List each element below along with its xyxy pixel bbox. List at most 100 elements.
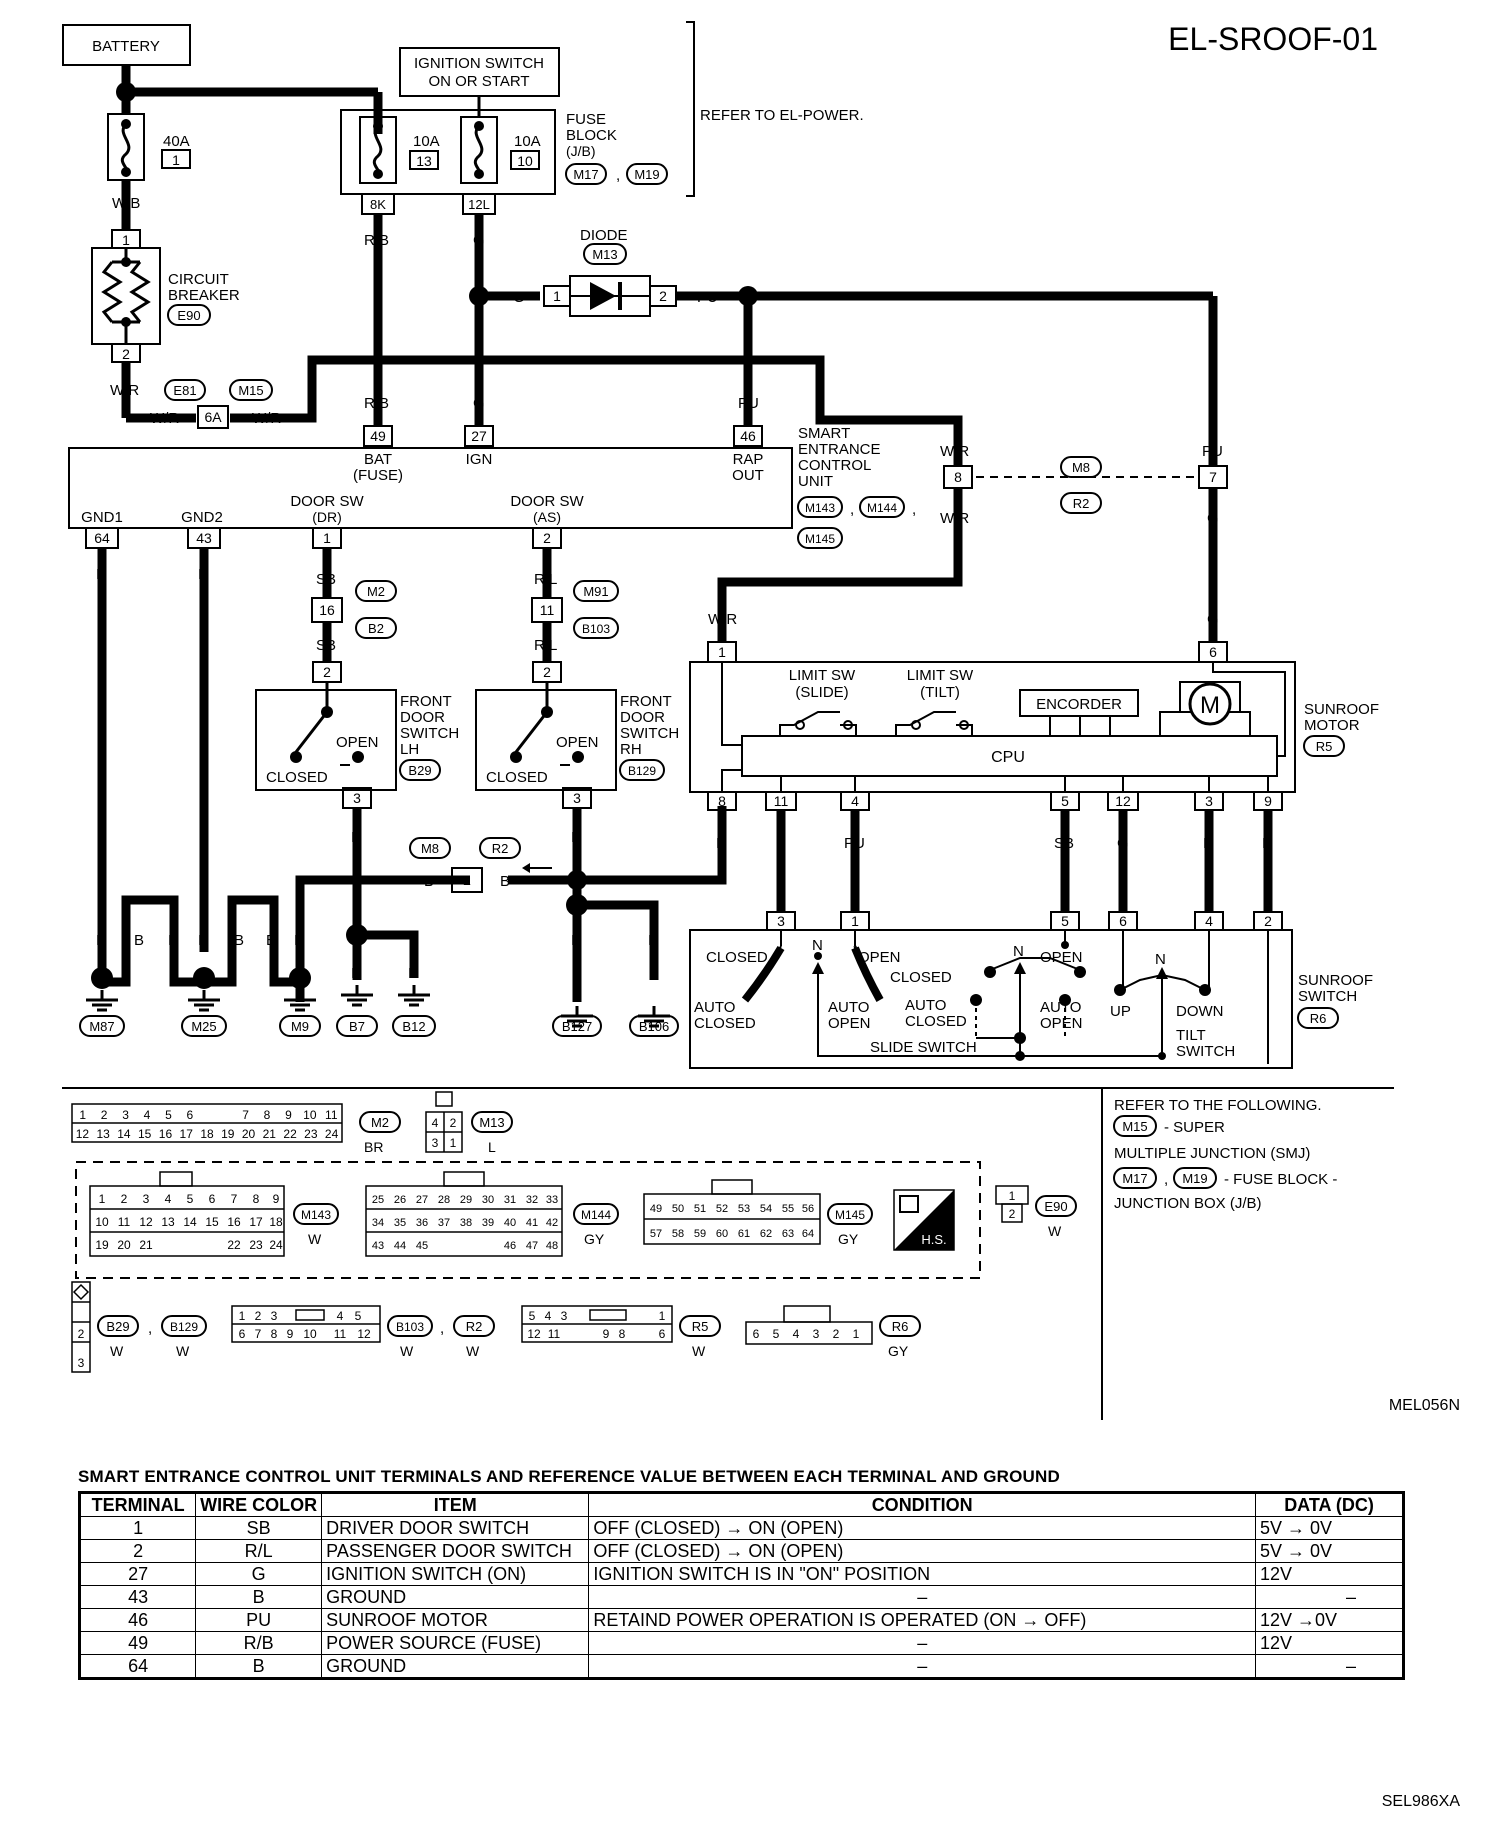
door-rh-t3: 3 (573, 790, 581, 806)
secu-t2: 2 (543, 530, 551, 546)
wire-rb-a: R/B (364, 232, 389, 249)
conn-m13: M13 (479, 1115, 504, 1130)
svg-text:6: 6 (753, 1327, 760, 1341)
conn-b103: B103 (396, 1320, 424, 1334)
svg-text:32: 32 (526, 1194, 538, 1206)
door-rh-t2: 2 (543, 664, 551, 680)
fuse-b-number: 10 (517, 153, 533, 169)
conn-b129: B129 (170, 1320, 198, 1334)
wire-g-f: G (1117, 835, 1129, 852)
svg-text:8: 8 (271, 1327, 278, 1341)
wire-b-gnd1: B (96, 566, 106, 583)
m2-pin: 11 (325, 1108, 338, 1122)
secu-bat: BAT (364, 451, 392, 468)
notes-smj-2: MULTIPLE JUNCTION (SMJ) (1114, 1145, 1310, 1162)
svg-text:8: 8 (619, 1327, 626, 1341)
svg-text:41: 41 (526, 1217, 538, 1229)
cell-data: – (1255, 1654, 1404, 1679)
wire-b-g10: B (571, 932, 581, 949)
wire-b-g1: B (96, 932, 106, 949)
svg-text:38: 38 (460, 1217, 472, 1229)
harness-side-icon (893, 1189, 955, 1251)
wire-sb-a: SB (316, 571, 336, 588)
svg-text:12: 12 (527, 1327, 541, 1341)
cell-terminal: 43 (78, 1585, 197, 1609)
sw-auto-closed-3: AUTO (905, 997, 946, 1014)
svg-text:8: 8 (253, 1192, 260, 1206)
svg-text:6: 6 (239, 1327, 246, 1341)
svg-text:2: 2 (255, 1309, 262, 1323)
sunroof-motor (689, 661, 1296, 793)
wire-wb: W/B (112, 195, 140, 212)
svg-text:5: 5 (773, 1327, 780, 1341)
conn-r5-color: W (692, 1343, 706, 1359)
cell-condition: – (588, 1631, 1257, 1655)
table-row: 46 PU SUNROOF MOTOR RETAIND POWER OPERAT… (78, 1608, 1404, 1632)
svg-text:,: , (912, 501, 916, 518)
diode-label: DIODE (580, 227, 628, 244)
svg-text:1: 1 (239, 1309, 246, 1323)
wire-wr-a: W/R (110, 382, 139, 399)
cell-data: – (1255, 1585, 1404, 1609)
refer-power-text: REFER TO EL-POWER. (700, 107, 864, 124)
terminal-table: TERMINAL WIRE COLOR ITEM CONDITION DATA … (78, 1491, 1405, 1680)
svg-text:,: , (148, 1320, 152, 1337)
wire-wr-b: W/R (150, 410, 179, 427)
svg-text:23: 23 (249, 1238, 263, 1252)
conn-m144: M144 (581, 1208, 611, 1222)
door-rh-conn: B129 (628, 764, 656, 778)
svg-text:15: 15 (205, 1215, 219, 1229)
diode-conn: M13 (592, 247, 617, 262)
m2-pin: 9 (285, 1108, 292, 1122)
diode-term-2: 2 (659, 288, 667, 304)
motor-m: M (1200, 692, 1220, 719)
notes-refer: REFER TO THE FOLLOWING. (1114, 1097, 1322, 1114)
secu-out: OUT (732, 467, 764, 484)
conn-m145-color: GY (838, 1231, 859, 1247)
svg-text:5: 5 (529, 1309, 536, 1323)
svg-text:9: 9 (273, 1192, 280, 1206)
refer-bracket (686, 21, 695, 197)
limit-slide-2: (SLIDE) (795, 684, 848, 701)
table-row: 49 R/B POWER SOURCE (FUSE) – 12V (78, 1631, 1404, 1655)
secu-name-3: CONTROL (798, 457, 871, 474)
sw-auto-closed-2: CLOSED (694, 1015, 756, 1032)
cell-data: 12V →0V (1255, 1608, 1404, 1632)
mid-conn-7: 7 (1209, 469, 1217, 485)
svg-text:28: 28 (438, 1194, 450, 1206)
switch-conn: R6 (1310, 1011, 1327, 1026)
breaker-label-1: CIRCUIT (168, 271, 229, 288)
svg-text:6: 6 (659, 1327, 666, 1341)
m2-pin: 23 (304, 1127, 318, 1141)
svg-text:2: 2 (121, 1192, 128, 1206)
svg-text:,: , (440, 1320, 444, 1337)
conn-m2: M2 (371, 1115, 389, 1130)
svg-text:52: 52 (716, 1203, 728, 1215)
svg-text:46: 46 (504, 1240, 516, 1252)
svg-text:9: 9 (603, 1327, 610, 1341)
conn-b29-color: W (110, 1343, 124, 1359)
sw-tilt-1: TILT (1176, 1027, 1206, 1044)
svg-text:4: 4 (165, 1192, 172, 1206)
svg-text:51: 51 (694, 1203, 706, 1215)
conn-e90-color: W (1048, 1223, 1062, 1239)
svg-text:20: 20 (117, 1238, 131, 1252)
wire-pu-a: PU (697, 289, 718, 306)
term-8k: 8K (370, 197, 386, 212)
svg-text:1: 1 (450, 1136, 457, 1150)
wire-b-motor8: B (716, 835, 726, 852)
fuse-40a-element (120, 122, 131, 174)
wire-l: L (776, 835, 784, 852)
gnd-conn-pin: 2 (463, 872, 471, 888)
wire-b-g6: B (266, 932, 276, 949)
m2-pin: 13 (96, 1127, 110, 1141)
diode-term-1: 1 (553, 288, 561, 304)
svg-text:10: 10 (303, 1327, 317, 1341)
fuse-block-conn-m19: M19 (634, 167, 659, 182)
battery-label: BATTERY (92, 38, 160, 55)
svg-text:54: 54 (760, 1203, 772, 1215)
notes-fb: - FUSE BLOCK - (1224, 1171, 1337, 1188)
secu-gnd2: GND2 (181, 509, 223, 526)
svg-text:,: , (850, 501, 854, 518)
wire-wr-d: W/R (940, 443, 969, 460)
